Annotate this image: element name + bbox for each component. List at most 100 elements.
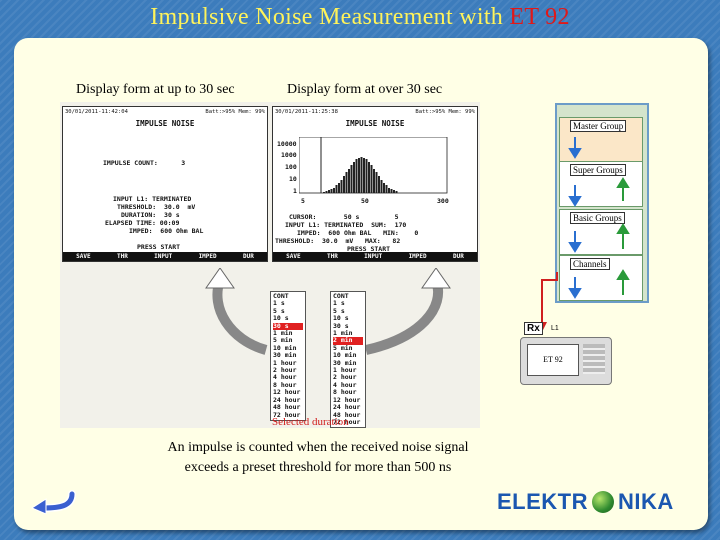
duration-option[interactable]: 8 hour [273,380,297,389]
histogram-bar [350,165,353,193]
duration-option[interactable]: 5 s [273,306,285,315]
duration-option[interactable]: 72 hour [273,410,301,419]
duration-option[interactable]: 24 hour [333,403,361,412]
histogram-bar [378,176,380,193]
duration-option[interactable]: 4 hour [273,373,297,382]
brand-left: ELEKTR [497,489,588,514]
duration-option[interactable]: CONT [333,292,349,300]
impulse-histogram [299,137,448,194]
histogram-xtick: 50 [361,197,369,205]
duration-option[interactable]: 10 s [333,314,349,323]
histogram-bar [360,157,363,193]
duration-option[interactable]: 1 hour [273,358,297,367]
screen-title: IMPULSE NOISE [135,119,195,128]
function-key-bar: SAVE THR INPUT IMPED DUR [273,252,477,261]
curved-arrows [205,268,451,355]
histogram-bar [388,188,390,193]
duration-option[interactable]: 1 hour [333,366,357,375]
fkey-imped[interactable]: IMPED [198,253,217,260]
duration-option[interactable]: 5 s [333,306,345,315]
duration-option[interactable]: 30 min [273,351,297,360]
device-screen: ET 92 [527,344,579,376]
screen-line: DURATION: 30 s [121,211,180,219]
histogram-ytick: 1 [293,187,297,195]
duration-option[interactable]: 1 min [273,329,293,338]
histogram-bar [323,192,325,193]
duration-option[interactable]: 30 min [333,358,357,367]
histogram-bar [343,176,345,193]
screen-status: Batt:>95% Mem: 99% [415,109,475,115]
duration-option[interactable]: 5 min [273,336,293,345]
screen-line: ELAPSED TIME: 00:09 [105,219,180,227]
histogram-bar [338,183,340,193]
super-groups-label: Super Groups [570,164,626,176]
histogram-bar [355,159,358,193]
duration-option[interactable]: 72 hour [333,417,361,426]
histogram-ytick: 100 [285,163,297,171]
explanation-note: An impulse is counted when the received … [118,438,518,478]
histogram-bar [373,169,375,193]
globe-icon [592,491,614,513]
device-keypad [583,344,605,374]
screen-line: IMPED: 600 Ohm BAL [129,227,204,235]
duration-option[interactable]: 10 s [273,314,289,323]
hierarchy-diagram: Master Group Super Groups Basic Groups C… [555,103,649,303]
duration-option[interactable]: 2 hour [273,366,297,375]
screen-line: CURSOR: 50 s 5 [289,213,399,221]
histogram-bar [358,158,360,193]
basic-groups-box: Basic Groups [559,209,643,255]
histogram-bar [353,162,355,193]
et92-device: ET 92 [520,337,612,385]
duration-option[interactable]: 1 min [333,329,353,338]
screen-line: INPUT L1: TERMINATED [113,195,192,203]
histogram-xtick: 300 [437,197,449,205]
screen-date: 30/01/2011-11:42:04 [65,109,128,115]
histogram-bar [333,188,335,193]
master-group-label: Master Group [570,120,627,132]
basic-groups-label: Basic Groups [570,212,625,224]
duration-option[interactable]: 24 hour [273,395,301,404]
fkey-input[interactable]: INPUT [364,253,383,260]
fkey-thr[interactable]: THR [116,253,128,260]
histogram-bar [385,185,388,193]
histogram-bar [330,189,333,193]
histogram-bar [375,172,378,193]
histogram-bar [340,180,343,193]
fkey-save[interactable]: SAVE [286,253,301,260]
duration-option[interactable]: 2 min [333,337,363,345]
histogram-bar [328,190,330,193]
duration-option[interactable]: 5 min [333,343,353,352]
duration-option[interactable]: 12 hour [333,395,361,404]
duration-option[interactable]: 1 s [333,299,345,308]
fkey-save[interactable]: SAVE [76,253,91,260]
duration-option[interactable]: 30 s [333,321,349,330]
fkey-dur[interactable]: DUR [452,253,464,260]
duration-option[interactable]: 48 hour [333,410,361,419]
duration-option[interactable]: 1 s [273,299,285,308]
back-arrow-icon[interactable] [30,490,76,514]
fkey-dur[interactable]: DUR [242,253,254,260]
duration-option[interactable]: 48 hour [273,403,301,412]
rx-label: Rx [524,322,543,335]
fkey-input[interactable]: INPUT [154,253,173,260]
duration-option[interactable]: 30 s [273,322,303,331]
histogram-bar [390,189,393,193]
duration-option[interactable]: 8 hour [333,388,357,397]
duration-option[interactable]: CONT [273,292,289,300]
screen-line: THRESHOLD: 30.0 mV MAX: 82 [275,237,401,245]
press-start: PRESS START [347,245,391,253]
histogram-ytick: 10000 [277,140,297,148]
fkey-thr[interactable]: THR [326,253,338,260]
duration-option[interactable]: 10 min [273,343,297,352]
duration-option[interactable]: 10 min [333,351,357,360]
screen-date: 30/01/2011-11:25:38 [275,109,338,115]
duration-option[interactable]: 2 hour [333,373,357,382]
histogram-bar [335,185,338,193]
duration-option[interactable]: 4 hour [333,380,357,389]
press-start: PRESS START [137,243,181,251]
brand-right: NIKA [618,489,674,514]
fkey-imped[interactable]: IMPED [408,253,427,260]
duration-option[interactable]: 12 hour [273,388,301,397]
